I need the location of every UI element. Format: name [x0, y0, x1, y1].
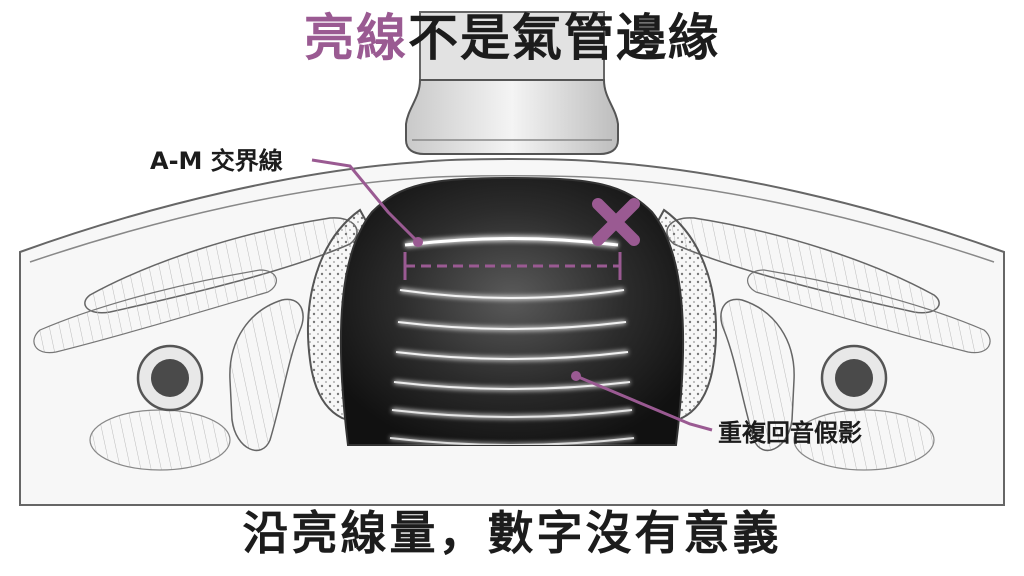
- reverberation-artifacts: [389, 235, 635, 445]
- title-highlight: 亮線: [304, 9, 408, 67]
- right-scm-muscle: [720, 298, 795, 452]
- left-tissue-lobe: [89, 409, 231, 471]
- left-vessel-icon: [136, 344, 204, 412]
- page-title: 亮線不是氣管邊緣: [0, 4, 1024, 72]
- cross-mark-icon: [592, 198, 640, 246]
- ultrasound-probe-icon: [405, 11, 619, 155]
- reverberation-leader: [575, 374, 713, 432]
- measurement-caliper: [403, 252, 622, 280]
- bottom-caption: 沿亮線量，數字沒有意義: [242, 506, 782, 560]
- am-line-leader: [311, 158, 418, 242]
- am-line-dot: [413, 237, 423, 247]
- title-rest: 不是氣管邊緣: [408, 9, 720, 67]
- right-tissue-lobe: [793, 409, 935, 471]
- reverberation-label: 重複回音假影: [718, 419, 862, 447]
- right-vessel-icon: [820, 344, 888, 412]
- reverberation-dot: [571, 371, 581, 381]
- am-line-label: A-M 交界線: [150, 147, 283, 175]
- right-deep-muscle: [747, 269, 991, 354]
- left-deep-muscle: [33, 269, 277, 354]
- subcutaneous-line: [29, 175, 995, 263]
- left-scm-muscle: [229, 298, 304, 452]
